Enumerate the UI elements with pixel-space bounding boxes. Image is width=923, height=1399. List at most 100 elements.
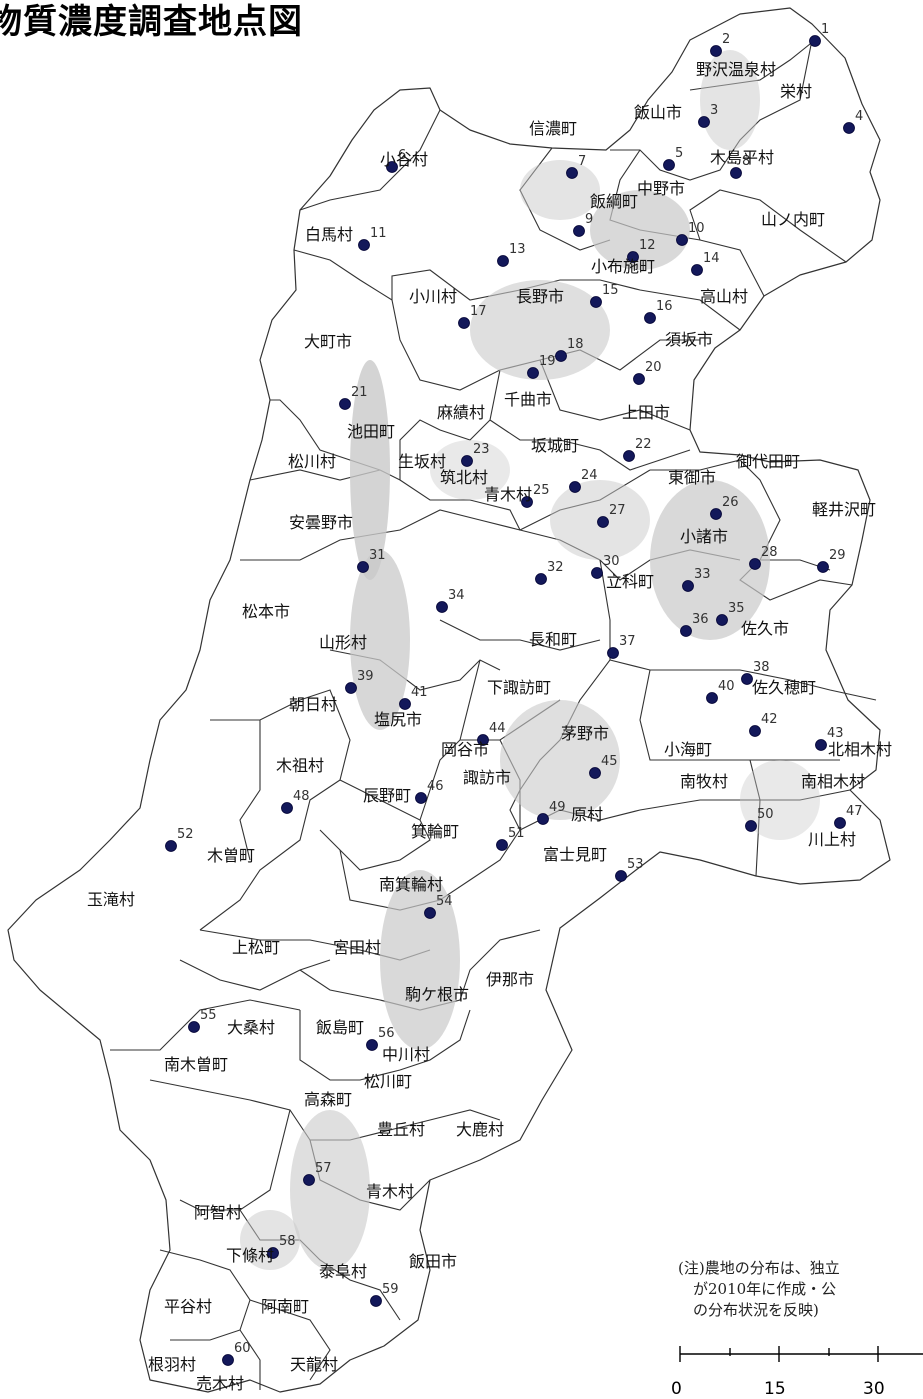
survey-point-number: 43 (827, 726, 844, 741)
municipality-label: 千曲市 (504, 390, 552, 409)
municipality-label: 青木村 (484, 485, 532, 504)
municipality-label: 東御市 (668, 468, 716, 487)
municipality-label: 山形村 (319, 633, 367, 652)
municipality-label: 阿智村 (194, 1203, 242, 1222)
municipality-label: 小諸市 (680, 527, 728, 546)
survey-point-number: 42 (761, 712, 778, 727)
survey-point-marker (682, 580, 694, 592)
municipality-label: 宮田村 (333, 938, 381, 957)
municipality-label: 立科町 (606, 572, 654, 591)
municipality-label: 木祖村 (276, 756, 324, 775)
survey-point-marker (590, 296, 602, 308)
survey-point-marker (569, 481, 581, 493)
municipality-label: 長野市 (516, 287, 564, 306)
municipality-label: 南箕輪村 (379, 875, 443, 894)
survey-point-number: 2 (722, 32, 730, 47)
survey-point-marker (623, 450, 635, 462)
survey-point-number: 36 (692, 612, 709, 627)
survey-point-marker (345, 682, 357, 694)
municipality-label: 大桑村 (227, 1018, 275, 1037)
survey-point-number: 23 (473, 442, 490, 457)
municipality-label: 大鹿村 (456, 1120, 504, 1139)
survey-point-number: 9 (585, 212, 593, 227)
survey-point-number: 19 (539, 354, 556, 369)
survey-point-marker (415, 792, 427, 804)
municipality-label: 小布施町 (591, 257, 655, 276)
survey-point-marker (281, 802, 293, 814)
survey-point-number: 1 (821, 22, 829, 37)
survey-point-number: 47 (846, 804, 863, 819)
survey-point-marker (710, 508, 722, 520)
survey-point-number: 11 (370, 226, 387, 241)
survey-point-marker (566, 167, 578, 179)
survey-point-marker (809, 35, 821, 47)
municipality-label: 栄村 (780, 82, 812, 101)
survey-point-marker (607, 647, 619, 659)
survey-point-number: 22 (635, 437, 652, 452)
survey-point-number: 12 (639, 238, 656, 253)
survey-point-marker (843, 122, 855, 134)
municipality-label: 山ノ内町 (761, 210, 825, 229)
municipality-label: 麻績村 (437, 403, 485, 422)
survey-point-marker (165, 840, 177, 852)
municipality-label: 大町市 (304, 332, 352, 351)
municipality-label: 南相木村 (801, 772, 865, 791)
municipality-label: 北相木村 (828, 740, 892, 759)
survey-point-number: 16 (656, 299, 673, 314)
municipality-label: 南牧村 (680, 772, 728, 791)
survey-point-marker (477, 734, 489, 746)
survey-point-number: 14 (703, 251, 720, 266)
municipality-label: 松本市 (242, 602, 290, 621)
survey-point-number: 38 (753, 660, 770, 675)
survey-point-marker (496, 839, 508, 851)
municipality-label: 小川村 (409, 287, 457, 306)
survey-point-number: 55 (200, 1008, 217, 1023)
municipality-label: 筑北村 (440, 468, 488, 487)
municipality-label: 岡谷市 (441, 740, 489, 759)
survey-point-marker (710, 45, 722, 57)
municipality-label: 豊丘村 (377, 1120, 425, 1139)
survey-point-number: 52 (177, 827, 194, 842)
municipality-label: 池田町 (347, 422, 395, 441)
municipality-label: 須坂市 (665, 330, 713, 349)
survey-point-marker (745, 820, 757, 832)
municipality-label: 南木曽町 (164, 1055, 228, 1074)
survey-point-number: 33 (694, 567, 711, 582)
survey-point-marker (537, 813, 549, 825)
survey-point-marker (676, 234, 688, 246)
municipality-label: 売木村 (196, 1374, 244, 1393)
municipality-label: 辰野町 (363, 786, 411, 805)
survey-point-marker (357, 561, 369, 573)
survey-point-marker (436, 601, 448, 613)
survey-point-number: 44 (489, 721, 506, 736)
municipality-label: 信濃町 (529, 119, 577, 138)
municipality-label: 諏訪市 (463, 768, 511, 787)
survey-point-number: 50 (757, 807, 774, 822)
survey-point-number: 4 (855, 109, 863, 124)
municipality-label: 佐久穂町 (752, 678, 816, 697)
municipality-label: 御代田町 (736, 452, 800, 471)
survey-point-number: 59 (382, 1282, 399, 1297)
municipality-label: 下諏訪町 (487, 678, 551, 697)
municipality-labels: 野沢温泉村栄村飯山市信濃町小谷村木島平村中野市飯綱町山ノ内町白馬村小布施町小川村… (87, 60, 892, 1393)
survey-point-marker (741, 673, 753, 685)
survey-point-number: 20 (645, 360, 662, 375)
survey-point-marker (535, 573, 547, 585)
municipality-label: 上田市 (622, 403, 670, 422)
survey-point-marker (366, 1039, 378, 1051)
survey-point-marker (461, 455, 473, 467)
survey-point-number: 58 (279, 1234, 296, 1249)
survey-point-number: 18 (567, 337, 584, 352)
municipality-label: 玉滝村 (87, 890, 135, 909)
survey-point-marker (527, 367, 539, 379)
survey-point-number: 54 (436, 894, 453, 909)
municipality-label: 坂城町 (531, 436, 579, 455)
municipality-label: 高山村 (700, 287, 748, 306)
survey-point-number: 49 (549, 800, 566, 815)
municipality-label: 上松町 (232, 938, 280, 957)
municipality-label: 川上村 (808, 830, 856, 849)
survey-point-number: 7 (578, 154, 586, 169)
survey-point-number: 6 (398, 148, 406, 163)
municipality-label: 駒ケ根市 (405, 985, 469, 1004)
